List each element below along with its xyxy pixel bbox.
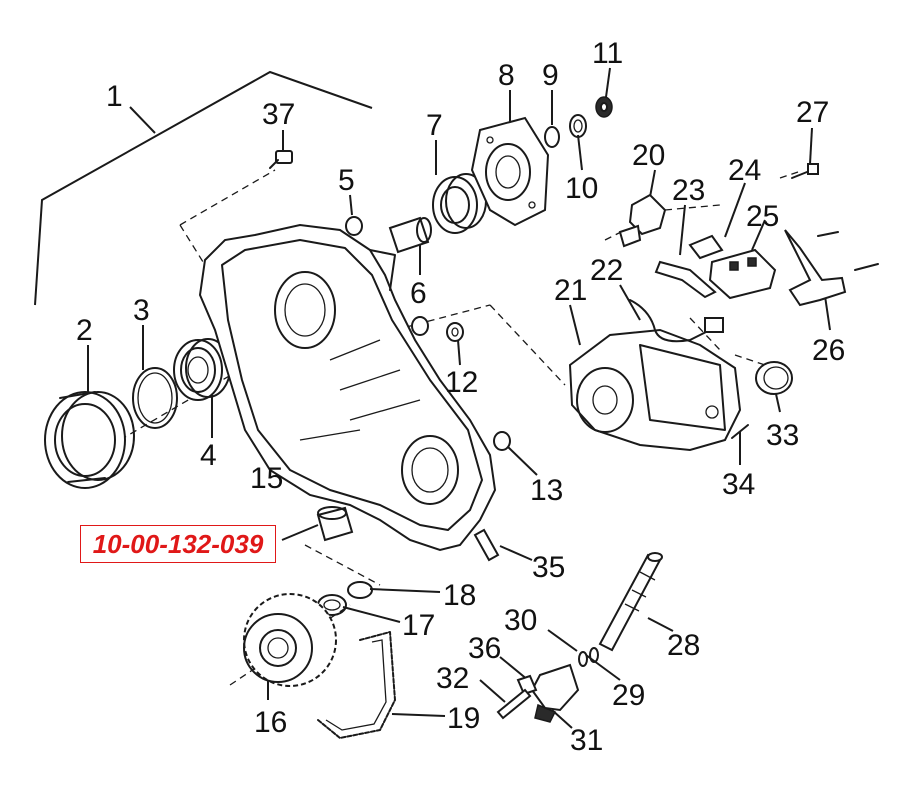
callout-2: 2 [76,314,93,347]
callout-31: 31 [570,724,603,757]
part-30-o-ring [578,651,588,667]
callout-36: 36 [468,632,501,665]
callout-numbers: 1 2 3 4 5 6 7 8 9 10 11 12 13 15 16 17 1… [76,37,845,757]
part-13-bushing [493,431,511,451]
part-29-o-ring [589,647,599,663]
callout-26: 26 [812,334,845,367]
part-6-spacer [388,216,432,254]
callout-34: 34 [722,468,755,501]
callout-37: 37 [262,98,295,131]
callout-35: 35 [532,551,565,584]
part-5-sleeve [345,216,363,236]
part-27-screw [791,163,819,179]
callout-30: 30 [504,604,537,637]
callout-7: 7 [426,109,443,142]
callout-20: 20 [632,139,665,172]
callout-1: 1 [106,80,123,113]
part-22-wire-harness [629,299,724,343]
part-32-pin [496,688,532,720]
leader-lines [34,67,831,729]
part-25-connector [708,248,777,300]
part-7-bearing [432,173,487,234]
part-26-bracket [784,229,879,307]
callout-15: 15 [250,462,283,495]
part-3-snap-ring [132,367,178,429]
callout-12: 12 [445,366,478,399]
callout-17: 17 [402,609,435,642]
part-20-sensor [618,193,667,248]
callout-13: 13 [530,474,563,507]
part-11-nut [595,96,613,118]
part-34-screw [731,424,749,439]
callout-9: 9 [542,59,559,92]
callout-33: 33 [766,419,799,452]
part-36-pin [516,674,538,696]
callout-22: 22 [590,254,623,287]
callout-21: 21 [554,274,587,307]
callout-24: 24 [728,154,761,187]
callout-5: 5 [338,164,355,197]
callout-4: 4 [200,439,217,472]
part-16-sprocket [243,593,337,687]
part-33-cap [755,361,793,395]
callout-10: 10 [565,172,598,205]
part-19-drive-chain [317,631,396,739]
callout-8: 8 [498,59,515,92]
part-37-bolt [269,150,293,169]
part-28-shaft [598,552,663,652]
part-number-text: 10-00-132-039 [92,528,264,559]
part-bearing-sleeve [316,506,354,542]
callout-27: 27 [796,96,829,129]
callout-23: 23 [672,174,705,207]
callout-3: 3 [133,294,150,327]
part-10-washer [569,114,587,138]
callout-18: 18 [443,579,476,612]
part-35-pin [473,528,500,562]
part-23-bracket [654,260,717,299]
callout-6: 6 [410,277,427,310]
callout-11: 11 [592,37,623,70]
callout-32: 32 [436,662,469,695]
part-9-washer [544,126,560,148]
part-18-snap-ring [347,581,373,599]
part-number-label: 10-00-132-039 [80,525,276,563]
callout-19: 19 [447,702,480,735]
callout-29: 29 [612,679,645,712]
callout-28: 28 [667,629,700,662]
callout-25: 25 [746,200,779,233]
part-31-gear [530,663,580,723]
part-15-transfer-case-housing [198,223,497,552]
part-12-bushing [446,322,464,342]
part-8-companion-flange [470,116,550,227]
part-plug [411,316,429,336]
part-21-shift-motor [568,328,742,452]
part-2-oil-seal [44,391,135,489]
part-24-clip [688,234,724,260]
callout-16: 16 [254,706,287,739]
